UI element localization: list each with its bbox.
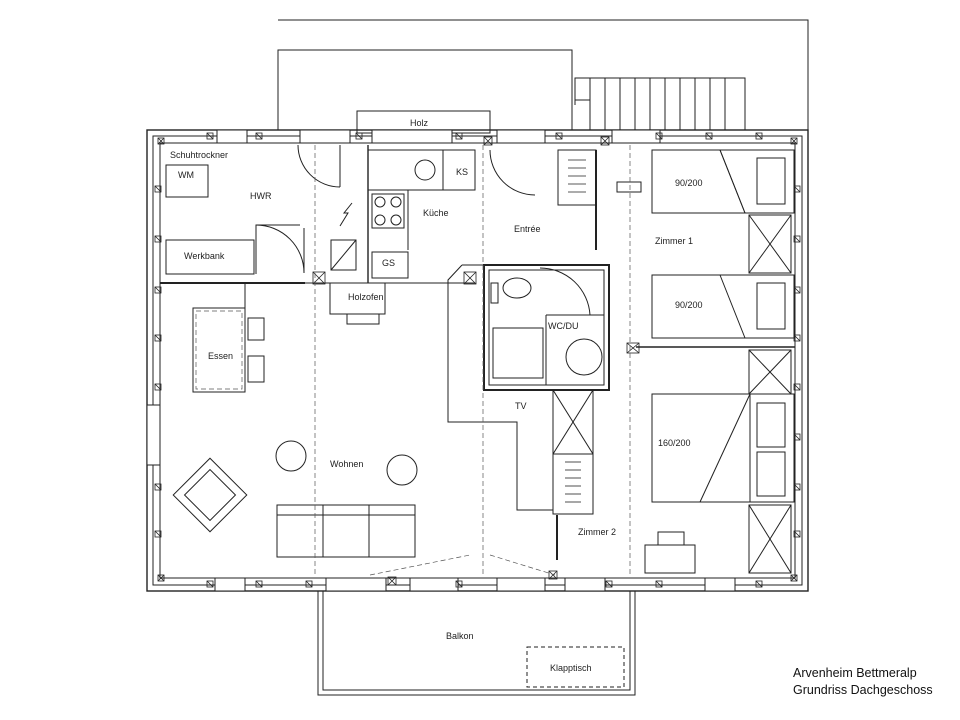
label-balkon: Balkon xyxy=(446,631,474,641)
label-hwr: HWR xyxy=(250,191,272,201)
label-holz: Holz xyxy=(410,118,429,128)
caption-subtitle: Grundriss Dachgeschoss xyxy=(793,683,933,697)
label-gs: GS xyxy=(382,258,395,268)
label-bed2: 90/200 xyxy=(675,300,703,310)
label-kueche: Küche xyxy=(423,208,449,218)
label-zimmer2: Zimmer 2 xyxy=(578,527,616,537)
label-wm: WM xyxy=(178,170,194,180)
label-tv: TV xyxy=(515,401,527,411)
plan-caption: Arvenheim Bettmeralp Grundriss Dachgesch… xyxy=(793,665,933,699)
label-zimmer1: Zimmer 1 xyxy=(655,236,693,246)
label-bed3: 160/200 xyxy=(658,438,691,448)
label-schuhtrockner: Schuhtrockner xyxy=(170,150,228,160)
caption-title: Arvenheim Bettmeralp xyxy=(793,666,917,680)
label-werkbank: Werkbank xyxy=(184,251,225,261)
label-holzofen: Holzofen xyxy=(348,292,384,302)
label-ks: KS xyxy=(456,167,468,177)
label-wohnen: Wohnen xyxy=(330,459,363,469)
label-wcdu: WC/DU xyxy=(548,321,579,331)
label-klapptisch: Klapptisch xyxy=(550,663,592,673)
label-bed1: 90/200 xyxy=(675,178,703,188)
label-entree: Entrée xyxy=(514,224,541,234)
label-essen: Essen xyxy=(208,351,233,361)
